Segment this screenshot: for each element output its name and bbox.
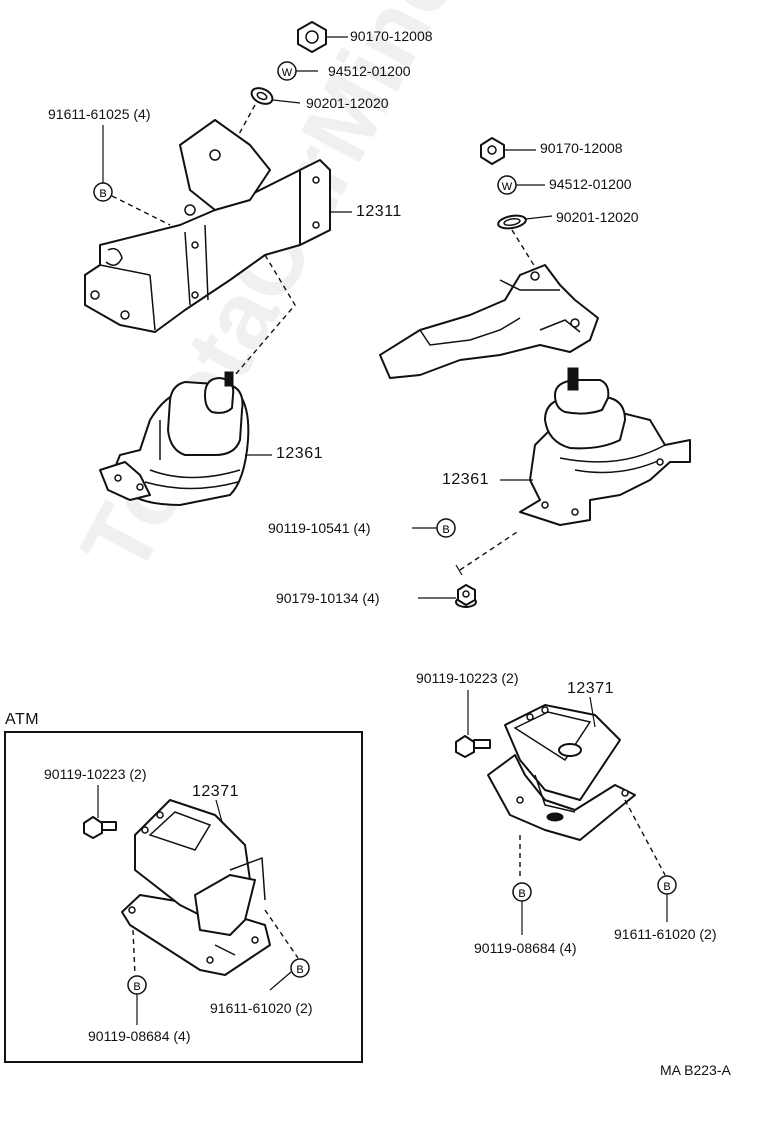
rear-engine-mount-atm xyxy=(121,799,271,976)
label-nut-top-left: 90170-12008 xyxy=(350,28,433,44)
hex-bolt-atm-icon xyxy=(83,816,117,839)
nut-right-icon xyxy=(480,137,505,165)
bolt-symbol-bracket-left: B xyxy=(93,182,113,202)
label-spacer-top-left: 90201-12020 xyxy=(306,95,389,111)
label-insulator-right: 12361 xyxy=(442,471,489,488)
svg-text:B: B xyxy=(442,524,449,536)
label-atm-bolt-right: 91611-61020 (2) xyxy=(210,1000,313,1016)
spacer-top-left-icon xyxy=(250,87,274,105)
label-nut-insulator: 90179-10134 (4) xyxy=(276,590,380,606)
svg-text:B: B xyxy=(296,964,303,976)
bolt-symbol-atm-bottom: B xyxy=(127,975,147,995)
spacer-right-icon xyxy=(497,214,527,230)
label-atm: ATM xyxy=(5,711,40,728)
label-bolt-insulator: 90119-10541 (4) xyxy=(268,520,371,536)
label-rear-bolt-bottom-right: 91611-61020 (2) xyxy=(614,926,717,942)
washer-symbol-right: W xyxy=(502,181,513,193)
label-atm-bolt-top: 90119-10223 (2) xyxy=(44,766,147,782)
bolt-symbol-atm-right: B xyxy=(290,958,310,978)
frame-bracket-right xyxy=(379,264,599,379)
label-rear-bolt-top: 90119-10223 (2) xyxy=(416,670,519,686)
label-spacer-right: 90201-12020 xyxy=(556,209,639,225)
svg-text:B: B xyxy=(99,188,106,200)
engine-mount-bracket xyxy=(84,119,331,333)
atm-frame xyxy=(4,731,363,1063)
label-atm-mount: 12371 xyxy=(192,783,239,800)
washer-symbol-top-left: W xyxy=(282,67,293,79)
hex-bolt-right-icon xyxy=(455,735,491,758)
bolt-symbol-rear-right-left: B xyxy=(512,882,532,902)
label-insulator-left: 12361 xyxy=(276,445,323,462)
label-bolt-bracket-left: 91611-61025 (4) xyxy=(48,106,151,122)
bolt-symbol-rear-right-right: B xyxy=(657,875,677,895)
rear-engine-mount-right xyxy=(487,704,636,841)
washer-top-left-icon: W xyxy=(277,61,297,81)
flange-nut-icon xyxy=(455,584,477,608)
label-rear-mount: 12371 xyxy=(567,680,614,697)
diagram-code: MA B223-A xyxy=(660,1062,731,1078)
svg-text:B: B xyxy=(133,981,140,993)
engine-mount-insulator-left xyxy=(99,371,250,506)
bolt-symbol-insulator: B xyxy=(436,518,456,538)
label-nut-right: 90170-12008 xyxy=(540,140,623,156)
label-bracket-left: 12311 xyxy=(356,203,402,220)
label-washer-right: 94512-01200 xyxy=(549,176,632,192)
engine-mount-insulator-right xyxy=(519,367,691,526)
nut-top-left-icon xyxy=(297,21,327,53)
label-washer-top-left: 94512-01200 xyxy=(328,63,411,79)
svg-text:B: B xyxy=(518,888,525,900)
svg-text:B: B xyxy=(663,881,670,893)
label-atm-bolt-bottom: 90119-08684 (4) xyxy=(88,1028,191,1044)
label-rear-bolt-bottom-left: 90119-08684 (4) xyxy=(474,940,577,956)
washer-right-icon: W xyxy=(497,175,517,195)
